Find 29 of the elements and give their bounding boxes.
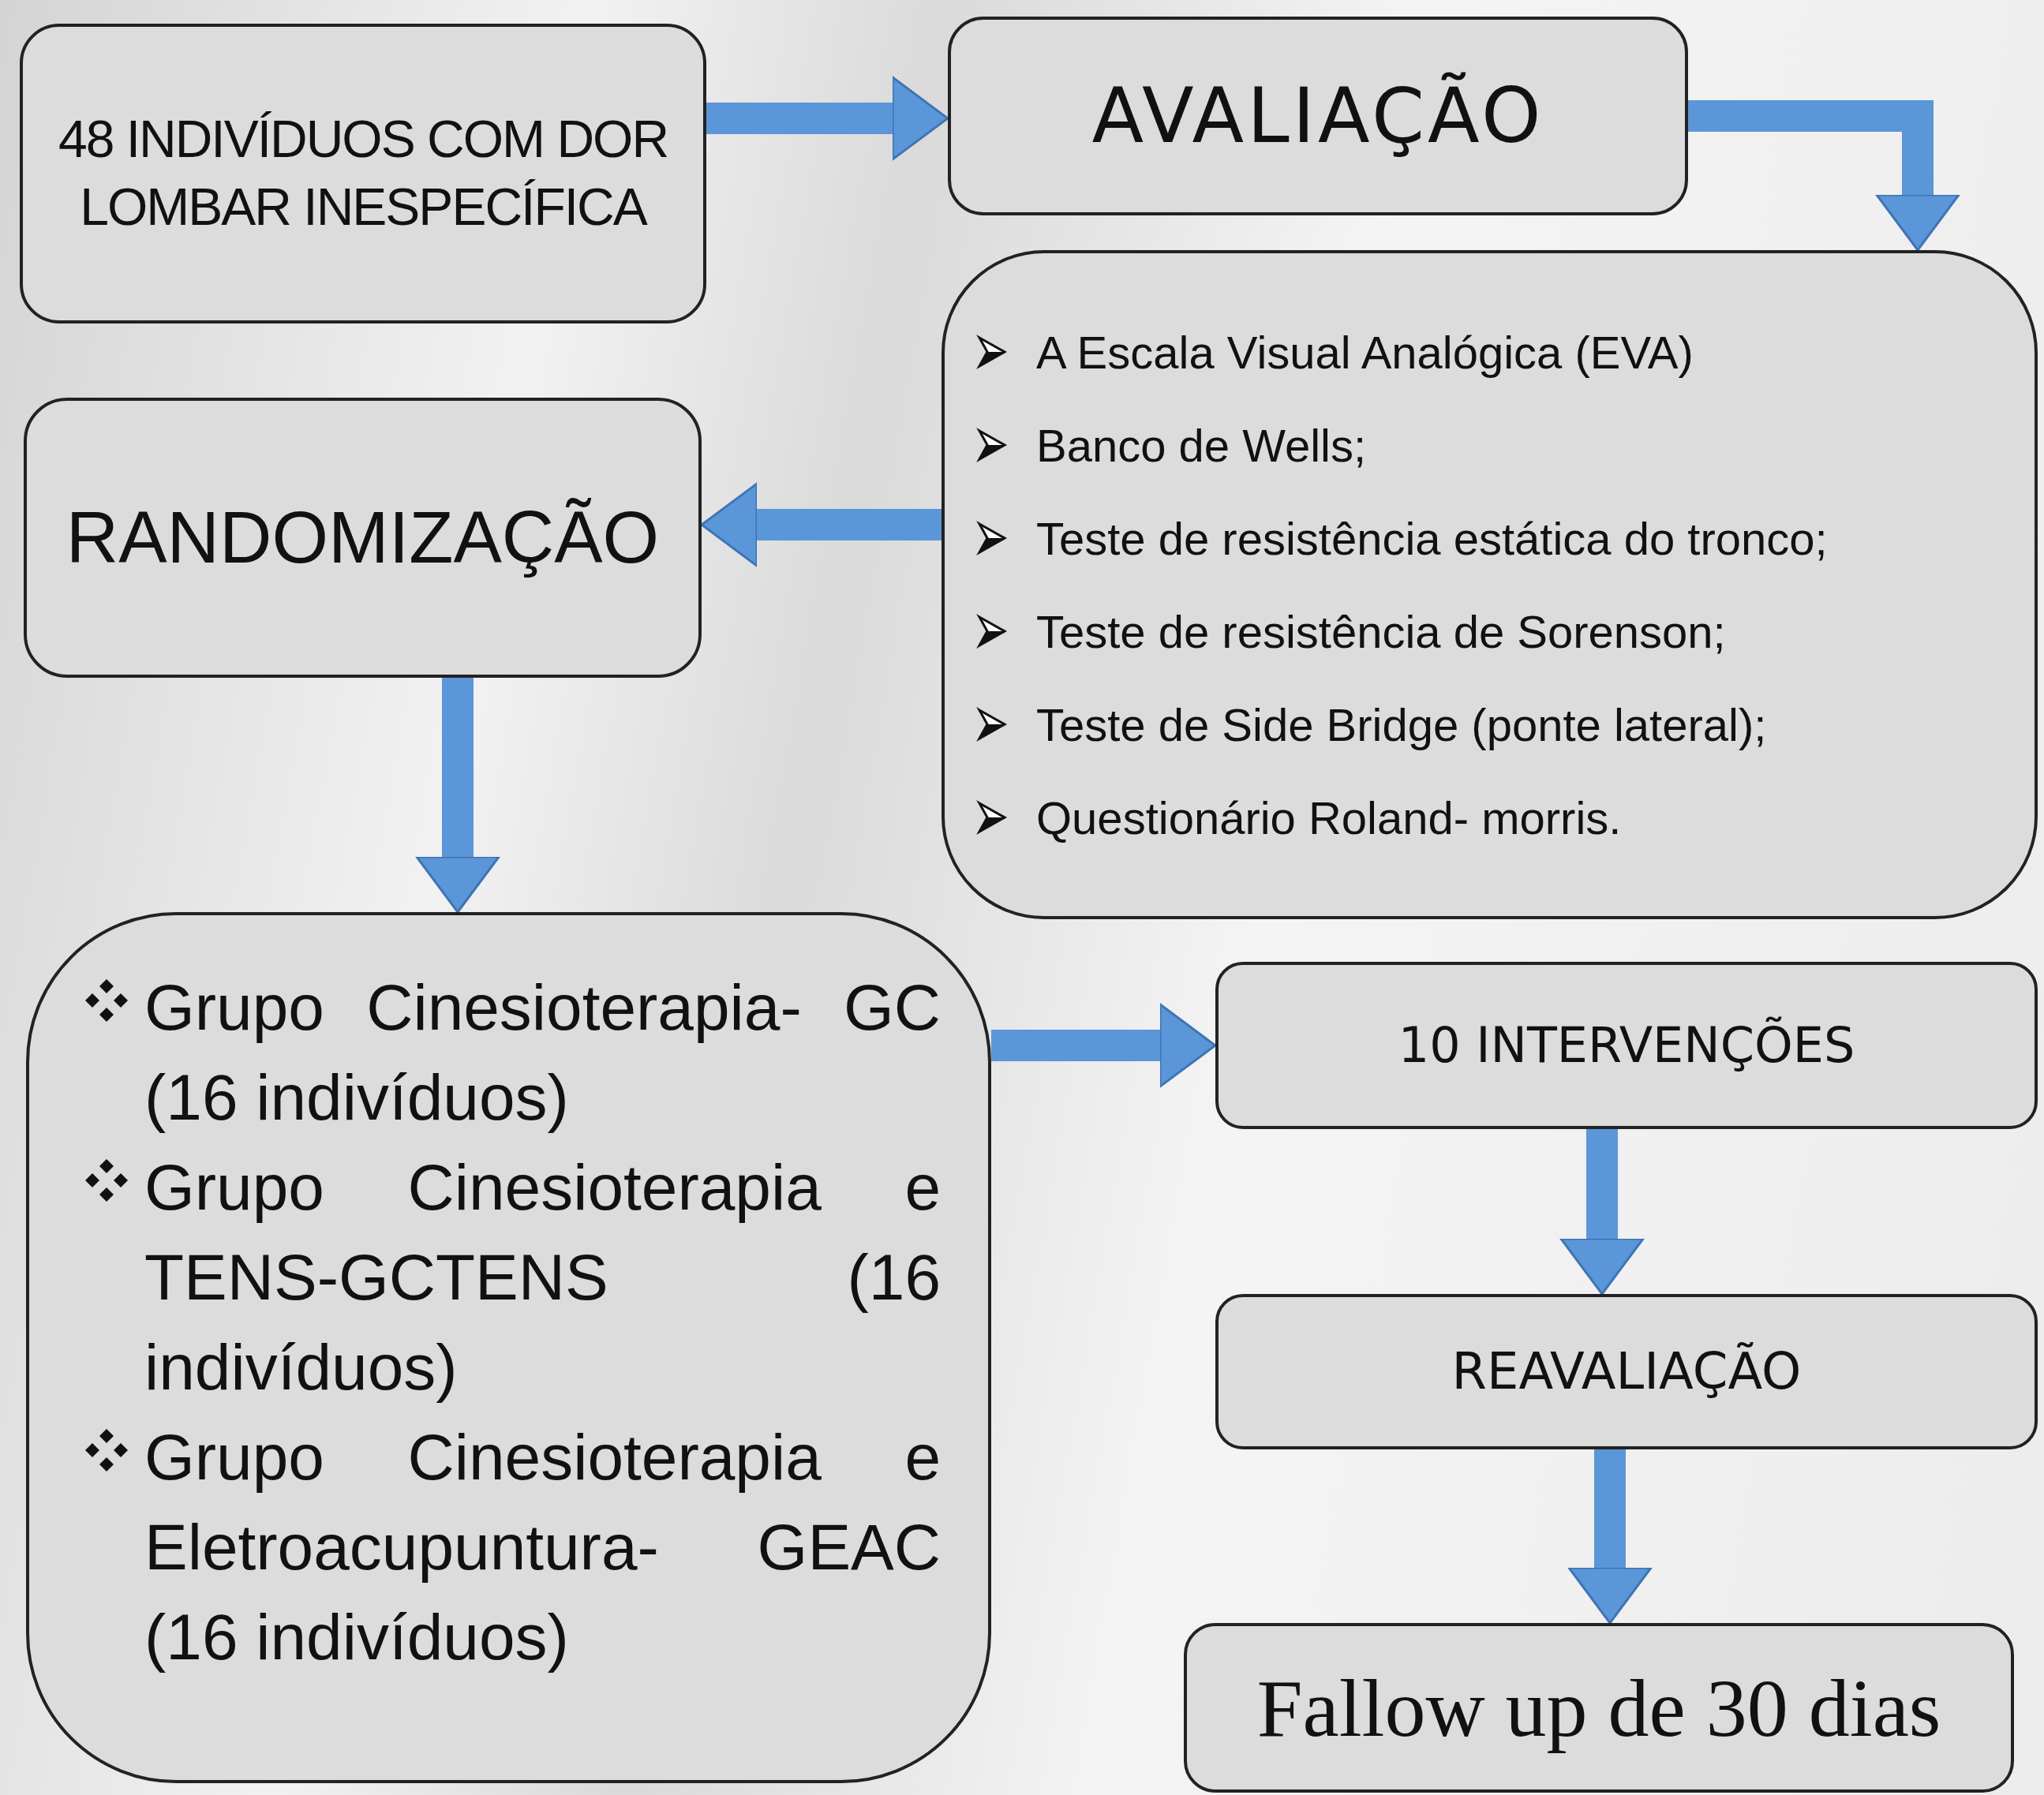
block-arrow	[1559, 1129, 1645, 1296]
process-box	[1215, 962, 2038, 1129]
box-title: REAVALIAÇÃO	[1451, 1341, 1802, 1402]
block-arrow	[706, 76, 949, 161]
process-box	[26, 912, 991, 1783]
list-item: Questionário Roland- morris.	[1036, 791, 1622, 844]
list-item: Teste de resistência estática do tronco;	[1036, 511, 1828, 565]
process-box	[1184, 1623, 2014, 1793]
block-arrow	[1688, 100, 1960, 252]
box-title: 48 INDIVÍDUOS COM DOR LOMBAR INESPECÍFICA	[57, 109, 669, 237]
block-arrow	[700, 482, 942, 567]
group-description: Grupo Cinesioterapia e Eletroacupuntura- GEAC (16 indivíduos)	[144, 1420, 941, 1674]
list-item: Teste de Side Bridge (ponte lateral);	[1036, 697, 1767, 751]
box-title: Fallow up de 30 dias	[1256, 1661, 1941, 1755]
list-item: A Escala Visual Analógica (EVA)	[1036, 325, 1694, 379]
block-arrow	[415, 678, 500, 914]
process-box	[1215, 1294, 2038, 1449]
process-box	[948, 17, 1688, 215]
process-box	[24, 398, 702, 678]
box-title: RANDOMIZAÇÃO	[66, 495, 660, 579]
box-title: 10 INTERVENÇÕES	[1398, 1015, 1855, 1075]
box-title: AVALIAÇÃO	[1091, 70, 1544, 162]
list-item: Teste de resistência de Sorenson;	[1036, 604, 1726, 658]
group-description: Grupo Cinesioterapia e TENS-GCTENS (16 indivíduos)	[144, 1150, 941, 1404]
group-description: Grupo Cinesioterapia- GC (16 indivíduos)	[144, 970, 941, 1135]
list-item: Banco de Wells;	[1036, 418, 1367, 472]
block-arrow	[1567, 1449, 1653, 1625]
process-box	[20, 24, 706, 323]
process-box	[942, 250, 2038, 919]
